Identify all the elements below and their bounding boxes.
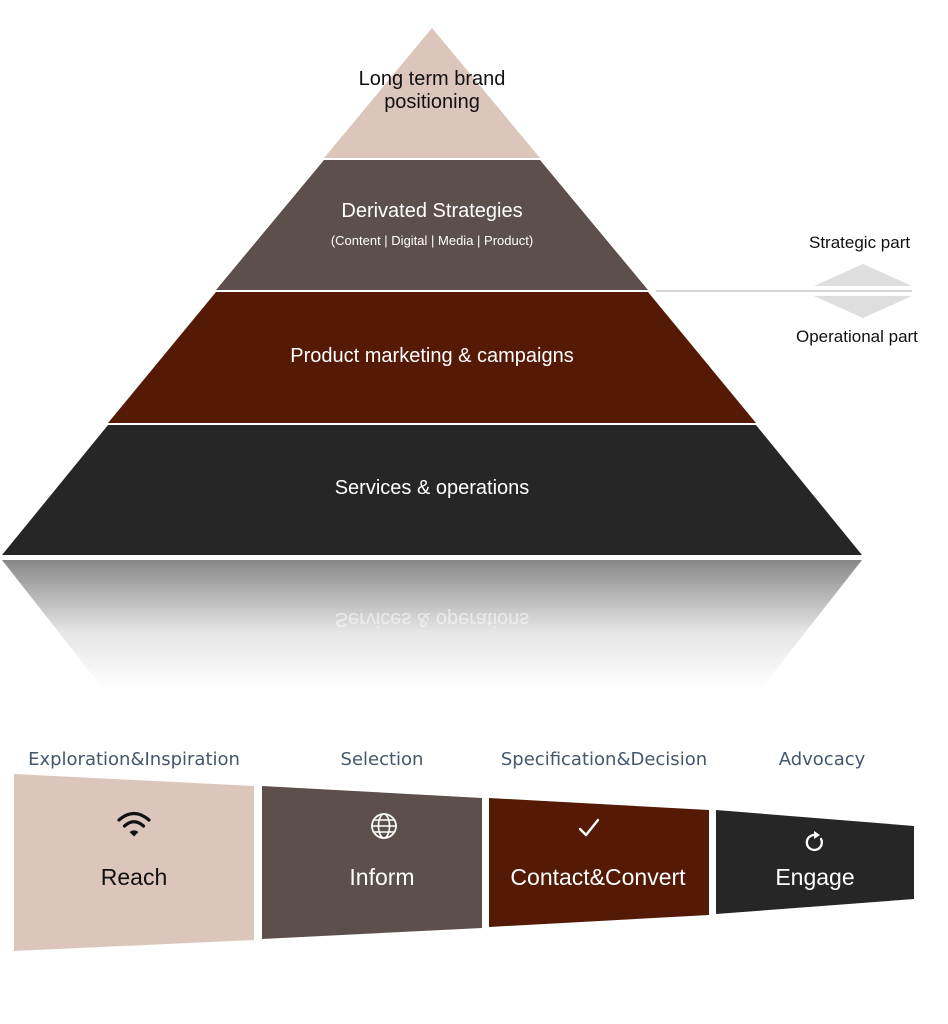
- pyramid-tier-services: [2, 425, 862, 555]
- strategic-arrow-icon: [814, 264, 912, 286]
- stage-label-advocacy: Advocacy: [778, 749, 866, 770]
- strategic-part-label: Strategic part: [809, 233, 911, 252]
- funnel-label-reach: Reach: [100, 864, 168, 890]
- pyramid-tier-top: [324, 28, 540, 158]
- funnel-diagram: [14, 774, 914, 951]
- pyramid-tier-marketing: [108, 292, 756, 423]
- tier-strategies-subtitle: (Content | Digital | Media | Product): [330, 233, 534, 248]
- tier-top-label: Long term brand positioning: [300, 68, 564, 114]
- tier-marketing-title: Product marketing & campaigns: [290, 345, 574, 367]
- wifi-icon: [117, 811, 151, 837]
- tier-top-line2: positioning: [384, 91, 480, 113]
- check-icon: [578, 818, 600, 837]
- pyramid-reflection: [2, 560, 862, 690]
- pyramid-tier-strategies: [216, 160, 648, 290]
- funnel-label-contact: Contact&Convert: [510, 864, 686, 890]
- tier-services-title: Services & operations: [334, 477, 530, 499]
- tier-top-line1: Long term brand: [358, 68, 506, 90]
- tier-services-reflection: Services & operations: [334, 608, 530, 630]
- funnel-segment-engage: [716, 810, 914, 914]
- stage-label-specification: Specification&Decision: [500, 749, 708, 770]
- pyramid-diagram: [2, 28, 912, 690]
- operational-arrow-icon: [814, 296, 912, 318]
- funnel-segment-inform: [262, 786, 482, 939]
- globe-icon: [371, 813, 397, 839]
- funnel-segment-contact: [489, 798, 709, 927]
- stage-label-selection: Selection: [340, 749, 424, 770]
- operational-part-label: Operational part: [796, 327, 918, 346]
- refresh-icon: [805, 831, 823, 852]
- tier-strategies-title: Derivated Strategies: [341, 200, 523, 222]
- funnel-label-engage: Engage: [775, 864, 855, 890]
- funnel-label-inform: Inform: [349, 864, 415, 890]
- funnel-segment-reach: [14, 774, 254, 951]
- stage-label-exploration: Exploration&Inspiration: [28, 749, 240, 770]
